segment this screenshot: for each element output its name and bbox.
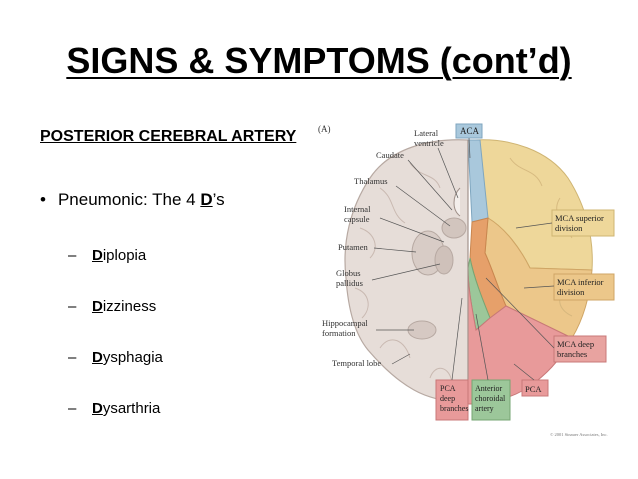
slide-title: SIGNS & SYMPTOMS (cont’d) [66,40,572,81]
label-putamen: Putamen [338,242,368,252]
label-internal-capsule-2: capsule [344,214,370,224]
symptom-rest: izziness [102,298,157,315]
label-lateral-ventricle-1: Lateral [414,128,439,138]
panel-label: (A) [318,124,331,134]
symptom-item-dizziness: – Dizziness [68,298,163,349]
label-anterior-choroidal-3: artery [475,404,494,413]
label-pca: PCA [525,384,542,394]
mca-deep-label-box [553,335,607,363]
label-anterior-choroidal-2: choroidal [475,394,506,403]
mnemonic-bullet: • Pneumonic: The 4 D’s [40,190,225,210]
label-mca-superior-1: MCA superior [555,213,604,223]
dash-icon: – [68,298,77,315]
label-internal-capsule-1: Internal [344,204,371,214]
mnemonic-accent: D [200,190,213,209]
symptom-initial: D [92,298,103,315]
label-mca-superior-2: division [555,223,583,233]
dash-icon: – [68,400,77,417]
label-hippocampal-formation-2: formation [322,328,356,338]
label-lateral-ventricle-2: ventricle [414,138,444,148]
label-globus-pallidus-1: Globus [336,268,361,278]
mnemonic-prefix: Pneumonic: The 4 [57,190,201,209]
label-mca-deep-1: MCA deep [557,339,594,349]
label-anterior-choroidal-1: Anterior [475,384,502,393]
label-thalamus: Thalamus [354,176,388,186]
pca-label-box [521,379,549,397]
symptom-item-dysphagia: – Dysphagia [68,349,163,400]
label-hippocampal-formation-1: Hippocampal [322,318,368,328]
label-mca-inferior-2: division [557,287,585,297]
bullet-dot-icon: • [40,190,46,209]
symptom-rest: iplopia [102,247,147,264]
mnemonic-suffix: ’s [212,190,225,209]
globus-pallidus-shape [434,245,454,275]
lateral-ventricle-shape [453,187,461,217]
label-globus-pallidus-2: pallidus [336,278,363,288]
anterior-choroidal-label-box [471,379,511,421]
label-aca: ACA [460,126,480,136]
label-temporal-lobe: Temporal lobe [332,358,381,368]
label-caudate: Caudate [376,150,404,160]
brain-vascular-territory-diagram: (A) Lateral ventricle Caudate Thalamus I… [318,123,615,438]
brain-section [344,139,593,405]
copyright-text: © 2001 Sinauer Associates, Inc. [550,432,608,438]
symptom-rest: ysphagia [102,349,163,366]
label-pca-deep-1: PCA [440,384,456,393]
symptom-item-dysarthria: – Dysarthria [68,400,163,451]
symptom-initial: D [92,400,103,417]
label-pca-deep-2: deep [440,394,455,403]
label-mca-deep-2: branches [557,349,587,359]
symptom-rest: ysarthria [102,400,161,417]
symptom-item-diplopia: – Diplopia [68,247,163,298]
slide-subtitle: POSTERIOR CEREBRAL ARTERY [40,128,297,145]
symptom-initial: D [92,247,103,264]
dash-icon: – [68,349,77,366]
label-mca-inferior-1: MCA inferior [557,277,604,287]
symptom-initial: D [92,349,103,366]
dash-icon: – [68,247,77,264]
mca-inferior-label-box [553,273,615,301]
left-leader-lines [371,147,459,365]
thalamus-shape [441,217,467,239]
symptom-list: – Diplopia – Dizziness – Dysphagia – Dys… [68,247,163,451]
mca-superior-label-box [551,209,615,237]
label-pca-deep-3: branches [440,404,468,413]
mnemonic-text: Pneumonic: The 4 D’s [58,190,225,210]
